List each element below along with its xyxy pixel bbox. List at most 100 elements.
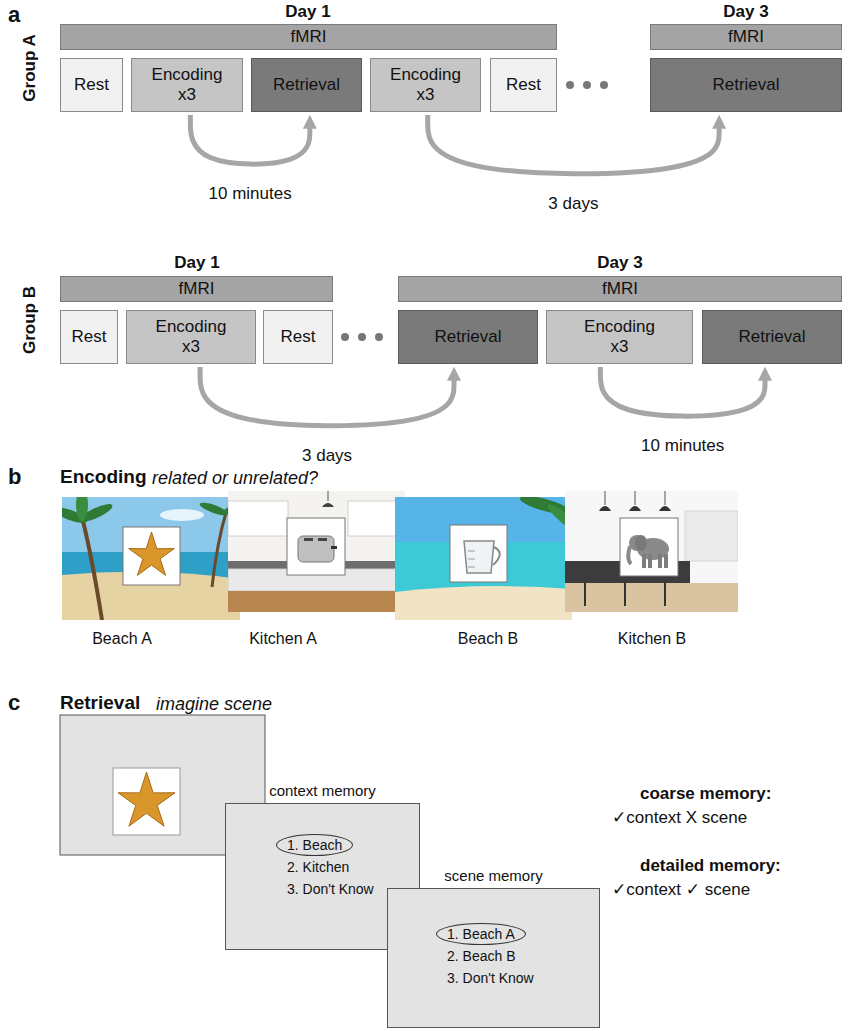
box-label: fMRI	[728, 27, 764, 47]
rest-box: Rest	[60, 310, 118, 364]
beach-photo	[468, 567, 475, 568]
response-option: 2. Kitchen	[276, 856, 360, 878]
kitchen-photo	[628, 546, 631, 564]
day-label: Day 3	[723, 2, 768, 22]
memory-criterion: ✓context X scene	[612, 807, 747, 828]
kitchen-photo	[565, 583, 738, 612]
box-label: Retrieval	[273, 75, 340, 95]
retrieval-box: Retrieval	[702, 310, 842, 364]
ellipsis-dots	[566, 81, 574, 89]
kitchen-photo	[287, 518, 345, 575]
beach-photo	[464, 541, 494, 573]
kitchen-photo	[658, 554, 662, 568]
kitchen-photo	[642, 554, 646, 568]
box-label: Encoding x3	[386, 65, 466, 105]
kitchen-photo	[565, 491, 738, 612]
kitchen-photo	[565, 491, 738, 612]
beach-photo	[468, 559, 475, 560]
response-option: 1. Beach	[276, 834, 353, 856]
kitchen-photo	[665, 491, 666, 505]
day-label: Day 1	[174, 253, 219, 273]
interval-label: 10 minutes	[206, 184, 295, 204]
encoding-box: Encoding x3	[546, 310, 693, 364]
fmri-bar: fMRI	[60, 24, 557, 50]
beach-photo	[395, 492, 585, 620]
box-label: Retrieval	[738, 327, 805, 347]
beach-photo	[395, 586, 572, 620]
time-interval-arrow	[200, 367, 454, 426]
screen-heading: context memory	[269, 782, 376, 800]
day-label: Day 1	[285, 2, 330, 22]
interval-label: 3 days	[545, 194, 601, 214]
fmri-bar: fMRI	[60, 276, 333, 302]
ellipsis-dots	[341, 333, 349, 341]
box-label: Retrieval	[434, 327, 501, 347]
beach-photo	[212, 509, 227, 587]
day-label: Day 3	[597, 253, 642, 273]
kitchen-photo	[664, 554, 668, 568]
fmri-bar: fMRI	[650, 24, 842, 50]
box-label: fMRI	[179, 279, 215, 299]
box-label: fMRI	[291, 27, 327, 47]
ellipsis-dots	[583, 81, 591, 89]
beach-photo	[51, 489, 253, 620]
box-label: Encoding x3	[580, 317, 660, 357]
box-label: Encoding x3	[151, 317, 231, 357]
retrieval-box: Retrieval	[398, 310, 538, 364]
kitchen-photo	[599, 506, 611, 511]
response-screen: scene memory1. Beach A2. Beach B3. Don't…	[387, 888, 600, 1028]
group-label: Group A	[20, 34, 40, 101]
scene-caption: Kitchen B	[618, 630, 686, 648]
kitchen-photo	[228, 591, 405, 612]
kitchen-photo	[635, 491, 636, 505]
box-label: Rest	[281, 327, 316, 347]
ellipsis-dots	[375, 333, 383, 341]
beach-photo	[123, 527, 180, 585]
kitchen-photo	[624, 583, 626, 606]
retrieval-cue-screen	[113, 768, 180, 835]
encoding-box: Encoding x3	[370, 58, 481, 112]
kitchen-photo	[648, 554, 652, 568]
task-instruction: related or unrelated?	[152, 468, 318, 489]
panel-letter: c	[8, 690, 20, 716]
response-option: 3. Don't Know	[436, 967, 545, 989]
box-label: Rest	[74, 75, 109, 95]
screen-heading: scene memory	[444, 867, 542, 885]
fmri-bar: fMRI	[398, 276, 842, 302]
ellipsis-dots	[341, 81, 608, 341]
rest-box: Rest	[263, 310, 333, 364]
interval-label: 3 days	[299, 446, 355, 466]
beach-photo	[76, 489, 88, 521]
box-label: Rest	[506, 75, 541, 95]
retrieval-box: Retrieval	[251, 58, 362, 112]
beach-photo	[493, 547, 500, 565]
scene-caption: Beach A	[92, 630, 152, 648]
memory-type: coarse memory:	[640, 784, 771, 804]
kitchen-photo	[685, 511, 738, 561]
memory-type: detailed memory:	[640, 856, 781, 876]
rest-box: Rest	[490, 58, 557, 112]
box-label: Rest	[72, 327, 107, 347]
panel-letter: a	[8, 2, 20, 28]
beach-photo	[199, 500, 230, 518]
task-heading: Retrieval	[60, 692, 140, 714]
task-heading: Encoding	[60, 466, 147, 488]
task-instruction: imagine scene	[156, 694, 272, 715]
kitchen-photo	[304, 538, 313, 541]
ellipsis-dots	[358, 333, 366, 341]
time-interval-arrow	[600, 367, 765, 416]
encoding-box: Encoding x3	[126, 310, 256, 364]
group-label: Group B	[20, 286, 40, 354]
response-option: 3. Don't Know	[276, 878, 385, 900]
beach-photo	[62, 497, 240, 620]
kitchen-photo	[328, 491, 329, 501]
scene-caption: Beach B	[458, 630, 518, 648]
time-interval-arrow	[428, 115, 719, 174]
beach-photo	[450, 525, 507, 582]
ellipsis-dots	[600, 81, 608, 89]
memory-criterion: ✓context ✓ scene	[612, 879, 750, 900]
retrieval-box: Retrieval	[650, 58, 842, 112]
